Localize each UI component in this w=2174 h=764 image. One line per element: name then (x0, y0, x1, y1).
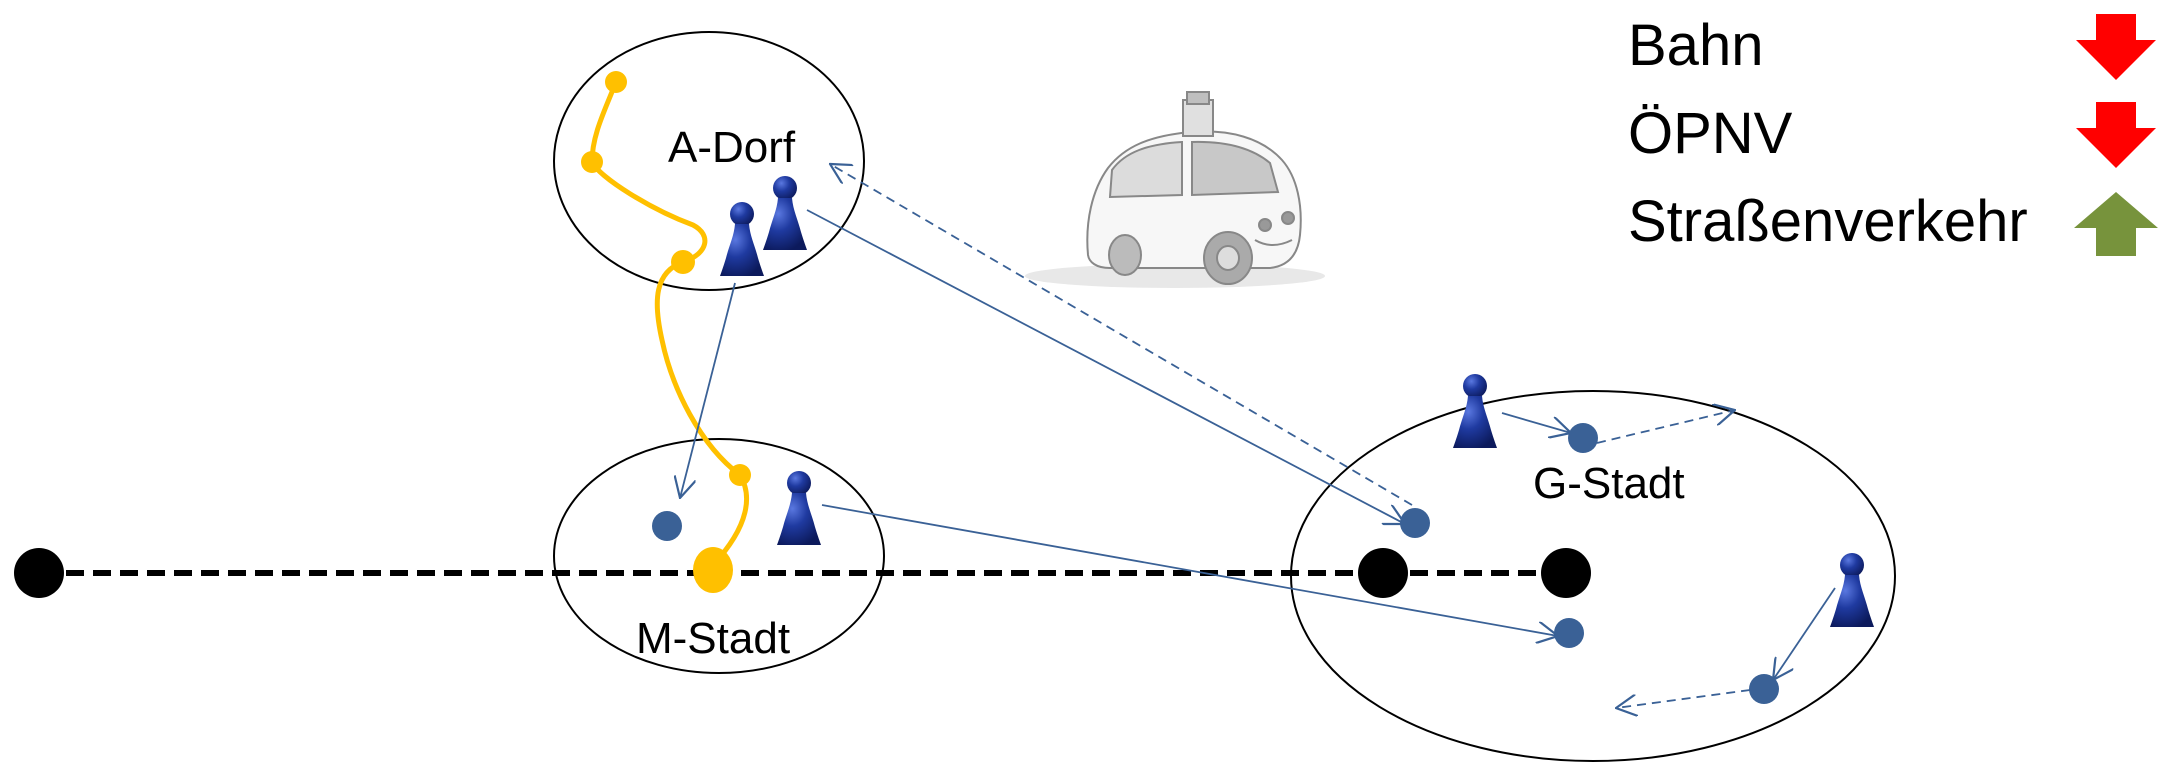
a-dorf-label: A-Dorf (668, 123, 796, 172)
destination-dot (652, 511, 682, 541)
bus-hub-m-stadt (693, 547, 733, 593)
flow-arrow (680, 282, 736, 498)
rail-station-g-stadt-west (1358, 548, 1408, 598)
flow-arrow (821, 504, 1558, 636)
legend-row-strassenverkehr: Straßenverkehr (1628, 186, 2168, 274)
destination-dot (1554, 618, 1584, 648)
destination-dot (1568, 423, 1598, 453)
destination-dot (1749, 674, 1779, 704)
down-arrow-icon (2076, 14, 2156, 80)
legend-label: Bahn (1628, 13, 1764, 78)
m-stadt-label: M-Stadt (636, 614, 790, 663)
rail-station-west (14, 548, 64, 598)
bus-stop (605, 71, 627, 93)
flow-arrow-dashed (830, 164, 1413, 506)
flow-arrow (1501, 412, 1571, 433)
legend-label: ÖPNV (1628, 101, 1793, 166)
destination-dot (1400, 508, 1430, 538)
m-stadt-boundary (553, 438, 885, 674)
g-stadt-label: G-Stadt (1533, 459, 1685, 508)
rail-station-g-stadt-east (1541, 548, 1591, 598)
flow-arrow-dashed (1596, 410, 1735, 444)
legend-label: Straßenverkehr (1628, 189, 2028, 254)
person-pawn-icon (720, 202, 764, 276)
person-pawn-icon (1830, 553, 1874, 627)
person-pawn-icon (777, 471, 821, 545)
bus-stop (581, 151, 603, 173)
a-dorf-boundary (553, 31, 865, 291)
legend-row-oepnv: ÖPNV (1628, 98, 2168, 186)
person-pawn-icon (763, 176, 807, 250)
bus-stop (671, 250, 695, 274)
flow-arrow (806, 209, 1405, 524)
flow-arrow (1773, 587, 1836, 680)
up-arrow-icon (2074, 192, 2158, 256)
legend: Bahn ÖPNV Straßenverkehr (1628, 10, 2168, 274)
bus-stop (729, 464, 751, 486)
down-arrow-icon (2076, 102, 2156, 168)
legend-row-bahn: Bahn (1628, 10, 2168, 98)
flow-arrow-dashed (1616, 689, 1751, 708)
self-driving-car-icon (1025, 91, 1325, 288)
